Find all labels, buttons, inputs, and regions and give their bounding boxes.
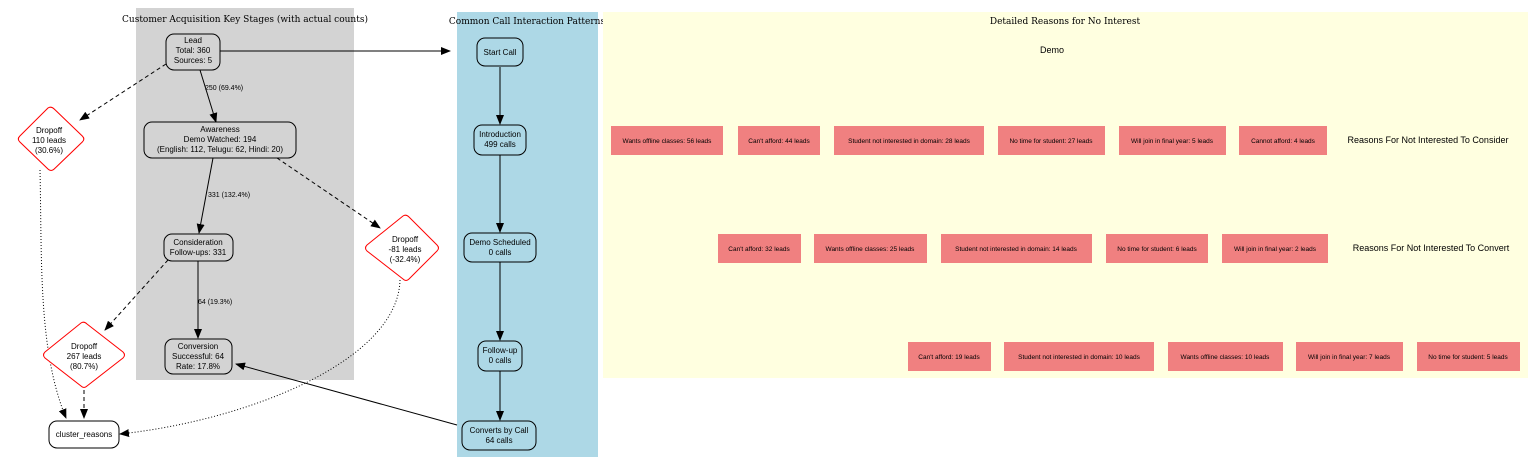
- reason-consider-5-box[interactable]: [1119, 126, 1226, 155]
- stage-awareness-line1: Awareness: [200, 125, 239, 134]
- edge-label-awareness-consideration: 331 (132.4%): [208, 192, 250, 199]
- reason-convert-1-box[interactable]: [718, 234, 801, 263]
- reason-consider-2-text: Can't afford: 44 leads: [748, 138, 810, 145]
- reasons-convert-label: Reasons For Not Interested To Convert: [1353, 243, 1510, 253]
- reason-convert-3-box[interactable]: [941, 234, 1092, 263]
- stage-consideration-line2: Follow-ups: 331: [170, 248, 227, 257]
- stage-awareness-line2: Demo Watched: 194: [184, 135, 257, 144]
- reason-convert-3-text: Student not interested in domain: 14 lea…: [955, 246, 1078, 253]
- dropoff-1-node[interactable]: Dropoff 110 leads (30.6%): [17, 106, 85, 171]
- edge-dropoff1-cluster: [39, 169, 67, 419]
- reason-convert-2-text: Wants offline classes: 25 leads: [826, 246, 916, 253]
- stage-conversion-line1: Conversion: [178, 342, 218, 351]
- dropoff-1-line2: 110 leads: [32, 136, 66, 145]
- dropoff-2-line3: (-32.4%): [390, 255, 421, 264]
- reason-other-5-box[interactable]: [1417, 342, 1520, 371]
- dropoff-3-line2: 267 leads: [67, 352, 102, 361]
- reason-consider-4-text: No time for student: 27 leads: [1009, 138, 1093, 145]
- stage-lead-node[interactable]: Lead Total: 360 Sources: 5: [165, 33, 221, 71]
- dropoff-3-line1: Dropoff: [71, 342, 98, 351]
- reason-other-1-text: Can't afford: 19 leads: [918, 354, 980, 361]
- call-followup-line1: Follow-up: [483, 346, 518, 355]
- call-intro-line1: Introduction: [479, 130, 521, 139]
- edge-label-lead-awareness: 250 (69.4%): [205, 85, 243, 92]
- edge-awareness-consideration: [196, 157, 214, 234]
- edge-consideration-dropoff3: [104, 259, 169, 331]
- reason-other-4-box[interactable]: [1296, 342, 1403, 371]
- stage-lead-line2: Total: 360: [176, 46, 211, 55]
- call-start-node[interactable]: Start Call: [476, 37, 524, 67]
- reason-other-2-box[interactable]: [1004, 342, 1154, 371]
- dropoff-2-node[interactable]: Dropoff -81 leads (-32.4%): [365, 214, 439, 281]
- call-demo-line1: Demo Scheduled: [469, 238, 530, 247]
- stage-conversion-line3: Rate: 17.8%: [176, 362, 220, 371]
- stage-conversion-node[interactable]: Conversion Successful: 64 Rate: 17.8%: [164, 338, 233, 375]
- reason-other-3-box[interactable]: [1168, 342, 1283, 371]
- reason-consider-3-text: Student not interested in domain: 28 lea…: [848, 138, 971, 145]
- reason-convert-5-text: Will join in final year: 2 leads: [1234, 246, 1317, 253]
- call-start-label: Start Call: [484, 48, 517, 57]
- call-converts-node[interactable]: Converts by Call 64 calls: [461, 420, 537, 451]
- reasons-consider-label: Reasons For Not Interested To Consider: [1348, 135, 1509, 145]
- dropoff-2-line2: -81 leads: [389, 245, 422, 254]
- call-converts-line2: 64 calls: [485, 436, 512, 445]
- call-demo-line2: 0 calls: [489, 248, 512, 257]
- stage-consideration-node[interactable]: Consideration Follow-ups: 331: [163, 233, 234, 262]
- stage-awareness-node[interactable]: Awareness Demo Watched: 194 (English: 11…: [143, 121, 297, 159]
- reasons-convert-row: Can't afford: 32 leads Wants offline cla…: [718, 234, 1510, 263]
- reason-other-4-text: Will join in final year: 7 leads: [1308, 354, 1391, 361]
- edge-lead-awareness: [199, 69, 218, 123]
- reason-convert-2-box[interactable]: [814, 234, 927, 263]
- dropoff-3-line3: (80.7%): [70, 362, 98, 371]
- reason-convert-5-box[interactable]: [1222, 234, 1328, 263]
- reason-consider-1-box[interactable]: [611, 126, 723, 155]
- reason-convert-4-box[interactable]: [1106, 234, 1208, 263]
- dropoff-1-line1: Dropoff: [36, 126, 63, 135]
- stage-lead-line1: Lead: [184, 36, 202, 45]
- cluster-reasons-node[interactable]: cluster_reasons: [48, 420, 120, 449]
- reason-consider-4-box[interactable]: [998, 126, 1105, 155]
- stage-conversion-line2: Successful: 64: [172, 352, 225, 361]
- dropoff-1-line3: (30.6%): [35, 146, 63, 155]
- reason-consider-1-text: Wants offline classes: 56 leads: [623, 138, 713, 145]
- dropoff-2-line1: Dropoff: [392, 235, 419, 244]
- reason-other-2-text: Student not interested in domain: 10 lea…: [1018, 354, 1141, 361]
- edge-converts-conversion: [235, 362, 458, 426]
- call-intro-line2: 499 calls: [484, 140, 516, 149]
- reasons-other-row: Can't afford: 19 leads Student not inter…: [908, 342, 1520, 371]
- reason-consider-3-box[interactable]: [834, 126, 984, 155]
- call-demo-node[interactable]: Demo Scheduled 0 calls: [463, 232, 537, 263]
- reason-consider-6-text: Cannot afford: 4 leads: [1251, 138, 1316, 145]
- reason-consider-6-box[interactable]: [1239, 126, 1327, 155]
- reason-other-1-box[interactable]: [908, 342, 991, 371]
- stage-consideration-line1: Consideration: [173, 238, 222, 247]
- reason-other-3-text: Wants offline classes: 10 leads: [1181, 354, 1271, 361]
- edge-label-consideration-conversion: 64 (19.3%): [198, 299, 232, 306]
- reasons-cluster-label: Detailed Reasons for No Interest: [990, 17, 1141, 27]
- edges: [39, 47, 504, 438]
- stages-cluster-label: Customer Acquisition Key Stages (with ac…: [122, 14, 368, 25]
- cluster-reasons-label: cluster_reasons: [56, 430, 112, 439]
- call-followup-node[interactable]: Follow-up 0 calls: [477, 340, 523, 372]
- stage-lead-line3: Sources: 5: [174, 56, 213, 65]
- call-intro-node[interactable]: Introduction 499 calls: [473, 124, 527, 156]
- reason-consider-5-text: Will join in final year: 5 leads: [1131, 138, 1214, 145]
- reasons-sub-label: Demo: [1040, 45, 1064, 55]
- reason-other-5-text: No time for student: 5 leads: [1428, 354, 1508, 361]
- call-followup-line2: 0 calls: [489, 356, 512, 365]
- edge-lead-dropoff1: [79, 63, 167, 121]
- call-converts-line1: Converts by Call: [470, 426, 529, 435]
- stage-awareness-line3: (English: 112, Telugu: 62, Hindi: 20): [157, 145, 283, 154]
- reasons-cluster: [603, 12, 1528, 378]
- reason-consider-2-box[interactable]: [738, 126, 820, 155]
- reasons-consider-row: Wants offline classes: 56 leads Can't af…: [611, 126, 1508, 155]
- reason-convert-1-text: Can't afford: 32 leads: [728, 246, 790, 253]
- reason-convert-4-text: No time for student: 6 leads: [1117, 246, 1197, 253]
- call-cluster-label: Common Call Interaction Patterns: [449, 17, 606, 27]
- dropoff-3-node[interactable]: Dropoff 267 leads (80.7%): [43, 321, 125, 388]
